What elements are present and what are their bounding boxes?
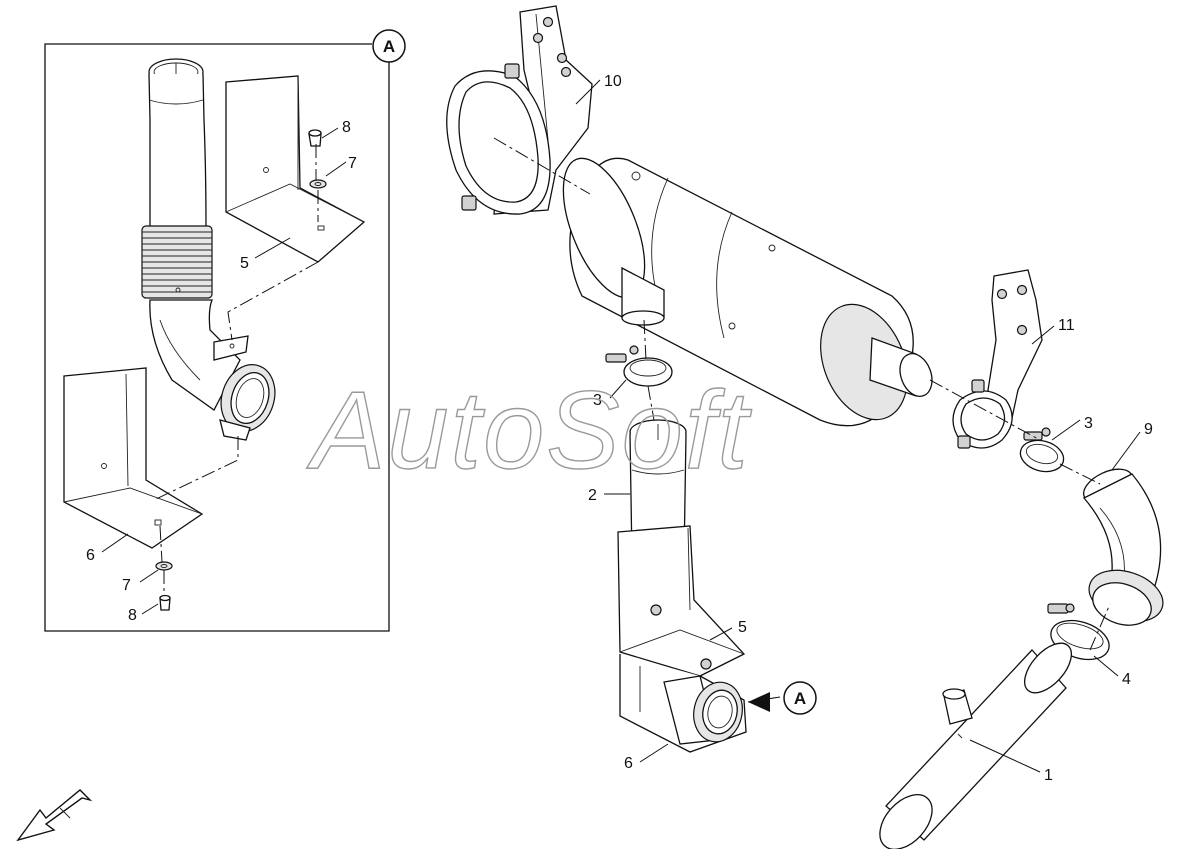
exhaust-outlet-flange	[663, 675, 743, 745]
clamp-right	[1019, 427, 1065, 473]
label-part-11: 11	[1058, 317, 1075, 334]
label-part-6-main: 6	[624, 755, 633, 772]
label-part-2: 2	[588, 487, 597, 504]
label-part-4: 4	[1122, 671, 1131, 688]
main-alignment-lines	[493, 137, 1111, 651]
label-detail-7-top: 7	[348, 155, 357, 172]
muffler-bracket-front	[446, 5, 593, 215]
detail-heat-shield-lower	[63, 367, 204, 549]
detail-view-a-marker	[372, 29, 406, 63]
detail-view-a-letter: A	[383, 37, 395, 56]
label-part-3-left: 3	[593, 392, 602, 409]
label-part-3-right: 3	[1084, 415, 1093, 432]
direction-arrow-icon	[16, 789, 93, 842]
callout-a-letter: A	[794, 689, 806, 708]
exhaust-elbow	[1082, 468, 1164, 626]
part-number-labels: 1 2 3 3 4 5 6 9 10 11 5 6 7 8 7 8	[86, 73, 1153, 784]
label-detail-7-bottom: 7	[122, 577, 131, 594]
detail-exhaust-pipe-bellows	[141, 58, 276, 441]
detail-screw-washer-bottom	[155, 561, 173, 611]
muffler-bracket-rear	[952, 269, 1043, 449]
detail-alignment-lines	[153, 144, 319, 596]
label-part-9: 9	[1144, 421, 1153, 438]
tail-pipe	[879, 642, 1072, 849]
detail-view-a: A	[44, 29, 406, 632]
label-part-10: 10	[604, 73, 622, 90]
label-part-5-main: 5	[738, 619, 747, 636]
label-detail-5: 5	[240, 255, 249, 272]
detail-screw-washer-top	[308, 129, 327, 189]
detail-heat-shield-upper	[225, 75, 366, 263]
label-detail-8-bottom: 8	[128, 607, 137, 624]
clamp-upper	[605, 345, 673, 387]
muffler	[562, 157, 933, 427]
label-detail-6: 6	[86, 547, 95, 564]
label-part-1: 1	[1044, 767, 1053, 784]
callout-a: A	[748, 681, 817, 715]
leader-lines	[101, 79, 1141, 773]
watermark: AutoSoft	[306, 369, 752, 492]
label-detail-8-top: 8	[342, 119, 351, 136]
callout-a-marker	[783, 681, 817, 715]
